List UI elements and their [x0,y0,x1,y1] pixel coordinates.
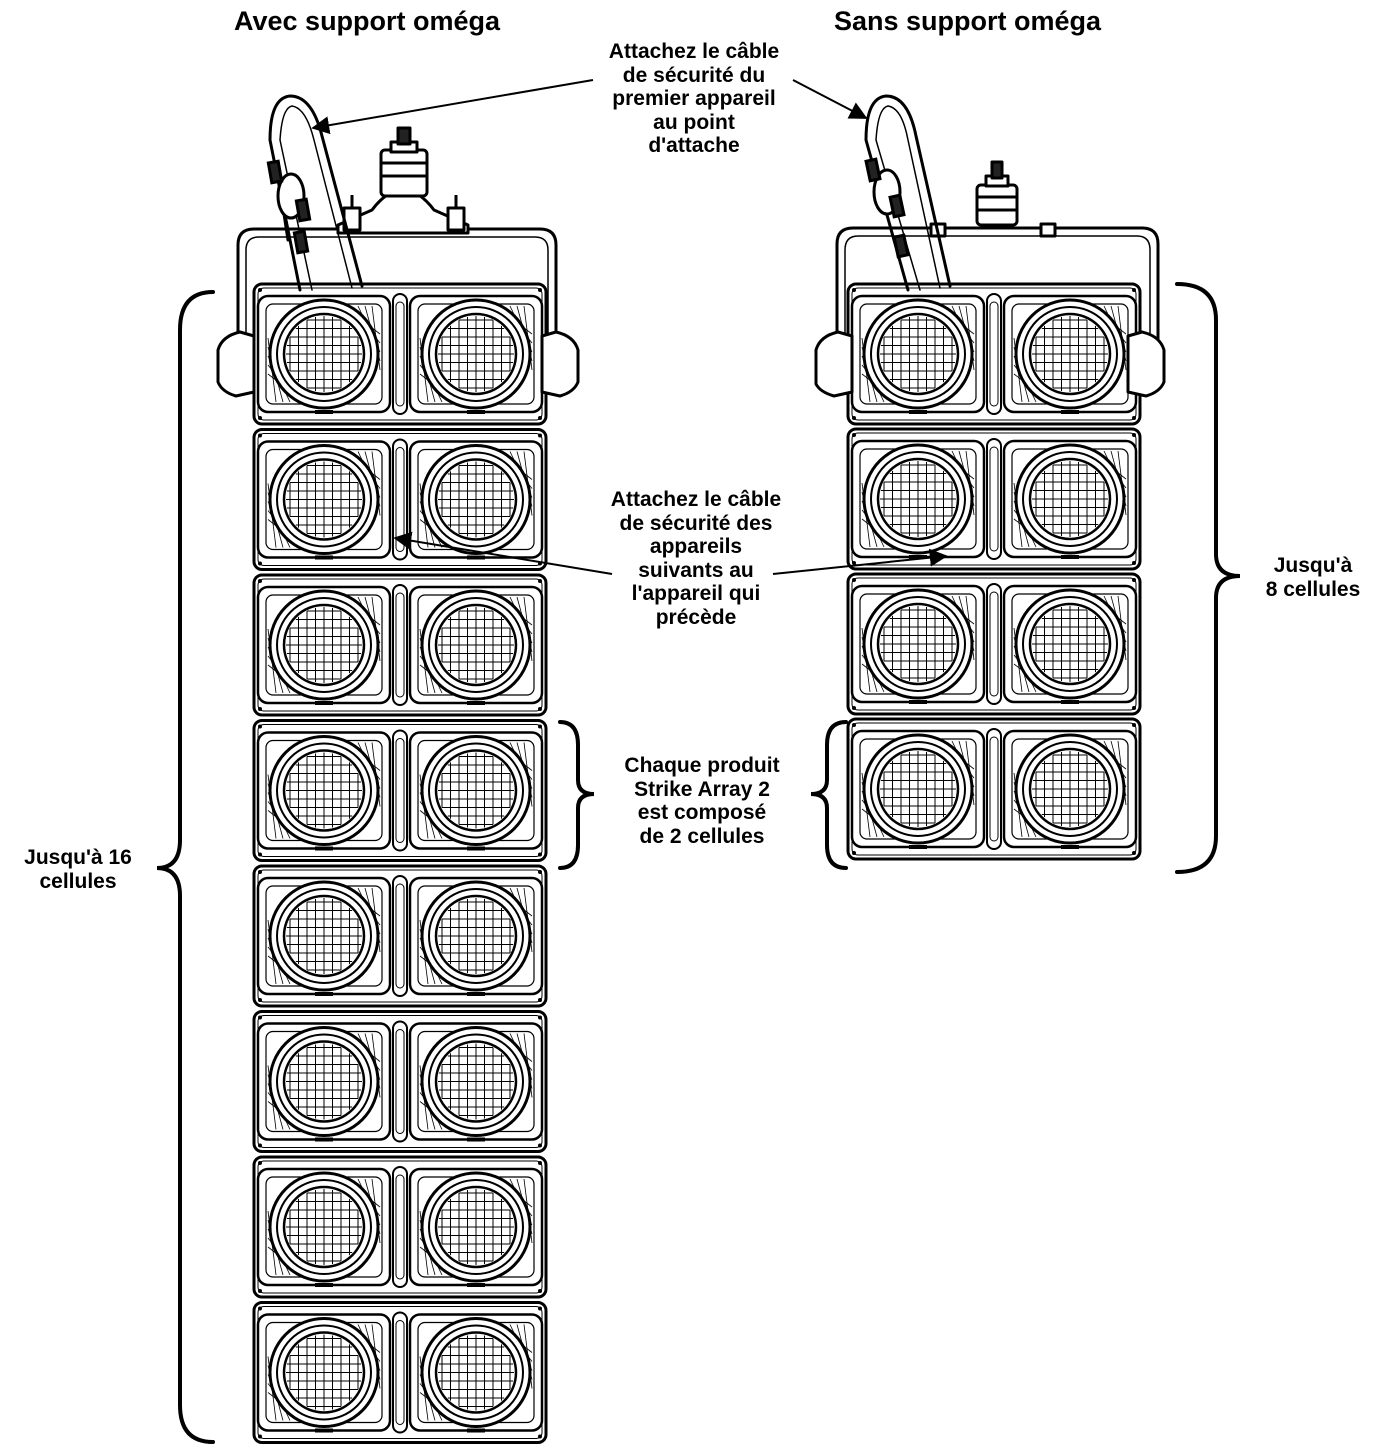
product-brace-left-stack [558,720,595,870]
fixture-unit [252,719,548,862]
fixture-cell-icon [850,294,986,414]
product-brace-right-stack [810,720,848,870]
fixture-cell-icon [408,731,544,851]
fixture-cell-icon [850,584,986,704]
fixture-unit [252,428,548,571]
fixture-cell-icon [256,731,392,851]
fixture-cell-icon [256,876,392,996]
fixture-unit [252,1010,548,1153]
callout-first-fixture: Attachez le câble de sécurité du premier… [608,40,780,158]
right-rigging [814,160,1166,398]
fixture-cell-icon [408,440,544,560]
fixture-cell-icon [1002,294,1138,414]
fixture-cell-icon [256,1313,392,1433]
fixture-cell-icon [256,1167,392,1287]
right-yoke [835,226,1160,340]
callout-arrows [311,79,948,575]
fixture-unit [252,864,548,1008]
fixture-unit [252,573,548,717]
fixture-unit [252,1301,548,1444]
right-fixture-stack [846,282,1142,861]
fixture-unit [252,1155,548,1299]
safety-cable-icon [864,94,952,292]
fixture-cell-icon [256,585,392,705]
fixture-unit [846,427,1142,571]
fixture-cell-icon [1002,439,1138,559]
fixture-cell-icon [1002,584,1138,704]
fixture-unit [846,717,1142,861]
fixture-cell-icon [408,585,544,705]
arrow-to-right-fixture [772,548,948,575]
fixture-unit [252,282,548,426]
fixture-cell-icon [256,1022,392,1142]
left-rigging [216,126,580,398]
fixture-cell-icon [850,439,986,559]
left-16-cells-brace [156,290,215,1444]
callout-following-fixtures: Attachez le câble de sécurité des appare… [610,488,782,629]
fixture-unit [846,572,1142,716]
left-fixture-stack [252,282,548,1444]
fixture-cell-icon [408,876,544,996]
arrow-to-left-cable [311,79,594,135]
braces [156,282,1241,1444]
arrow-to-right-cable [792,79,868,119]
heading-without-omega: Sans support oméga [834,6,1102,36]
fixture-cell-icon [408,1022,544,1142]
label-max-8-cells: Jusqu'à 8 cellules [1265,554,1361,601]
safety-cable-icon [266,94,364,292]
fixture-cell-icon [256,294,392,414]
fixture-cell-icon [408,1313,544,1433]
heading-with-omega: Avec support oméga [234,6,501,36]
fixture-cell-icon [408,294,544,414]
label-max-16-cells: Jusqu'à 16 cellules [24,846,132,893]
fixture-cell-icon [1002,729,1138,849]
arrow-to-left-fixture [393,531,613,575]
clamp-icon [975,183,1019,227]
fixture-cell-icon [850,729,986,849]
fixture-cell-icon [408,1167,544,1287]
callout-product: Chaque produit Strike Array 2 est compos… [624,754,780,848]
fixture-unit [846,282,1142,426]
right-8-cells-brace [1175,282,1241,874]
fixture-cell-icon [256,440,392,560]
